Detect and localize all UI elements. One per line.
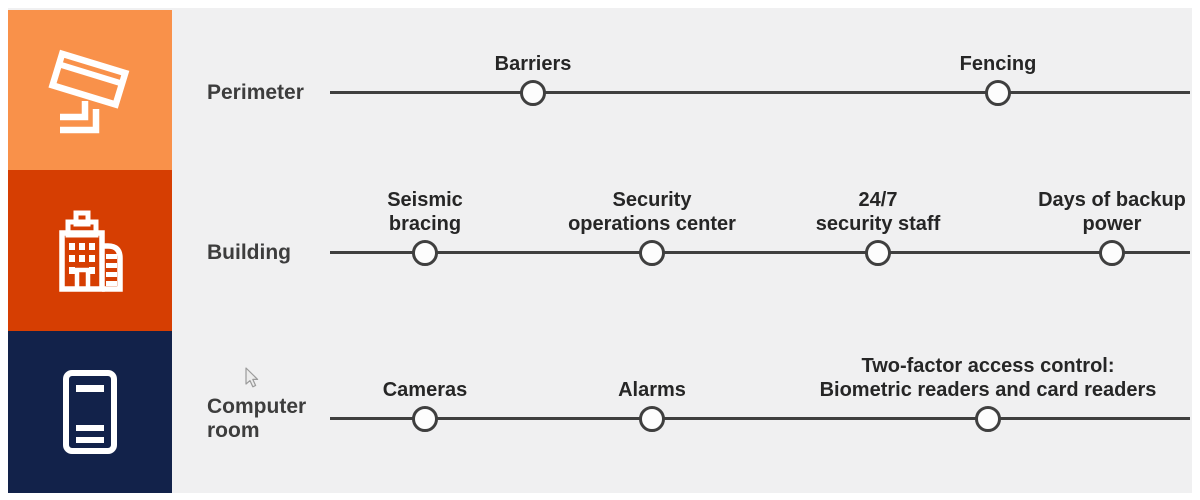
- row-label-building: Building: [207, 241, 291, 264]
- timeline-building: [330, 251, 1190, 254]
- node-247-security-staff[interactable]: [865, 240, 891, 266]
- node-barriers-label: Barriers: [494, 53, 572, 75]
- perimeter-color-block: [8, 10, 172, 170]
- node-security-operations-center-label: Security operations center: [568, 189, 736, 235]
- node-days-of-backup-power-label: Days of backup power: [1038, 189, 1186, 235]
- node-security-operations-center[interactable]: [639, 240, 665, 266]
- security-camera-icon: [48, 49, 130, 133]
- timeline-perimeter: [330, 91, 1190, 94]
- server-rack-icon: [63, 370, 117, 454]
- row-label-computer-room: Computer room: [207, 395, 307, 442]
- node-barriers[interactable]: [520, 80, 546, 106]
- node-two-factor-access-control[interactable]: [975, 406, 1001, 432]
- node-days-of-backup-power[interactable]: [1099, 240, 1125, 266]
- node-cameras[interactable]: [412, 406, 438, 432]
- node-alarms[interactable]: [639, 406, 665, 432]
- node-fencing-label: Fencing: [959, 53, 1037, 75]
- node-cameras-label: Cameras: [382, 379, 468, 401]
- node-seismic-bracing[interactable]: [412, 240, 438, 266]
- node-247-security-staff-label: 24/7 security staff: [815, 189, 941, 235]
- building-color-block: [8, 170, 172, 331]
- building-icon: [59, 210, 123, 292]
- timeline-computer-room: [330, 417, 1190, 420]
- row-label-perimeter: Perimeter: [207, 81, 304, 104]
- node-alarms-label: Alarms: [618, 379, 686, 401]
- computer-room-color-block: [8, 331, 172, 493]
- mouse-cursor-icon: [245, 367, 259, 388]
- node-seismic-bracing-label: Seismic bracing: [387, 189, 463, 235]
- node-fencing[interactable]: [985, 80, 1011, 106]
- node-two-factor-access-control-label: Two-factor access control: Biometric rea…: [819, 355, 1157, 401]
